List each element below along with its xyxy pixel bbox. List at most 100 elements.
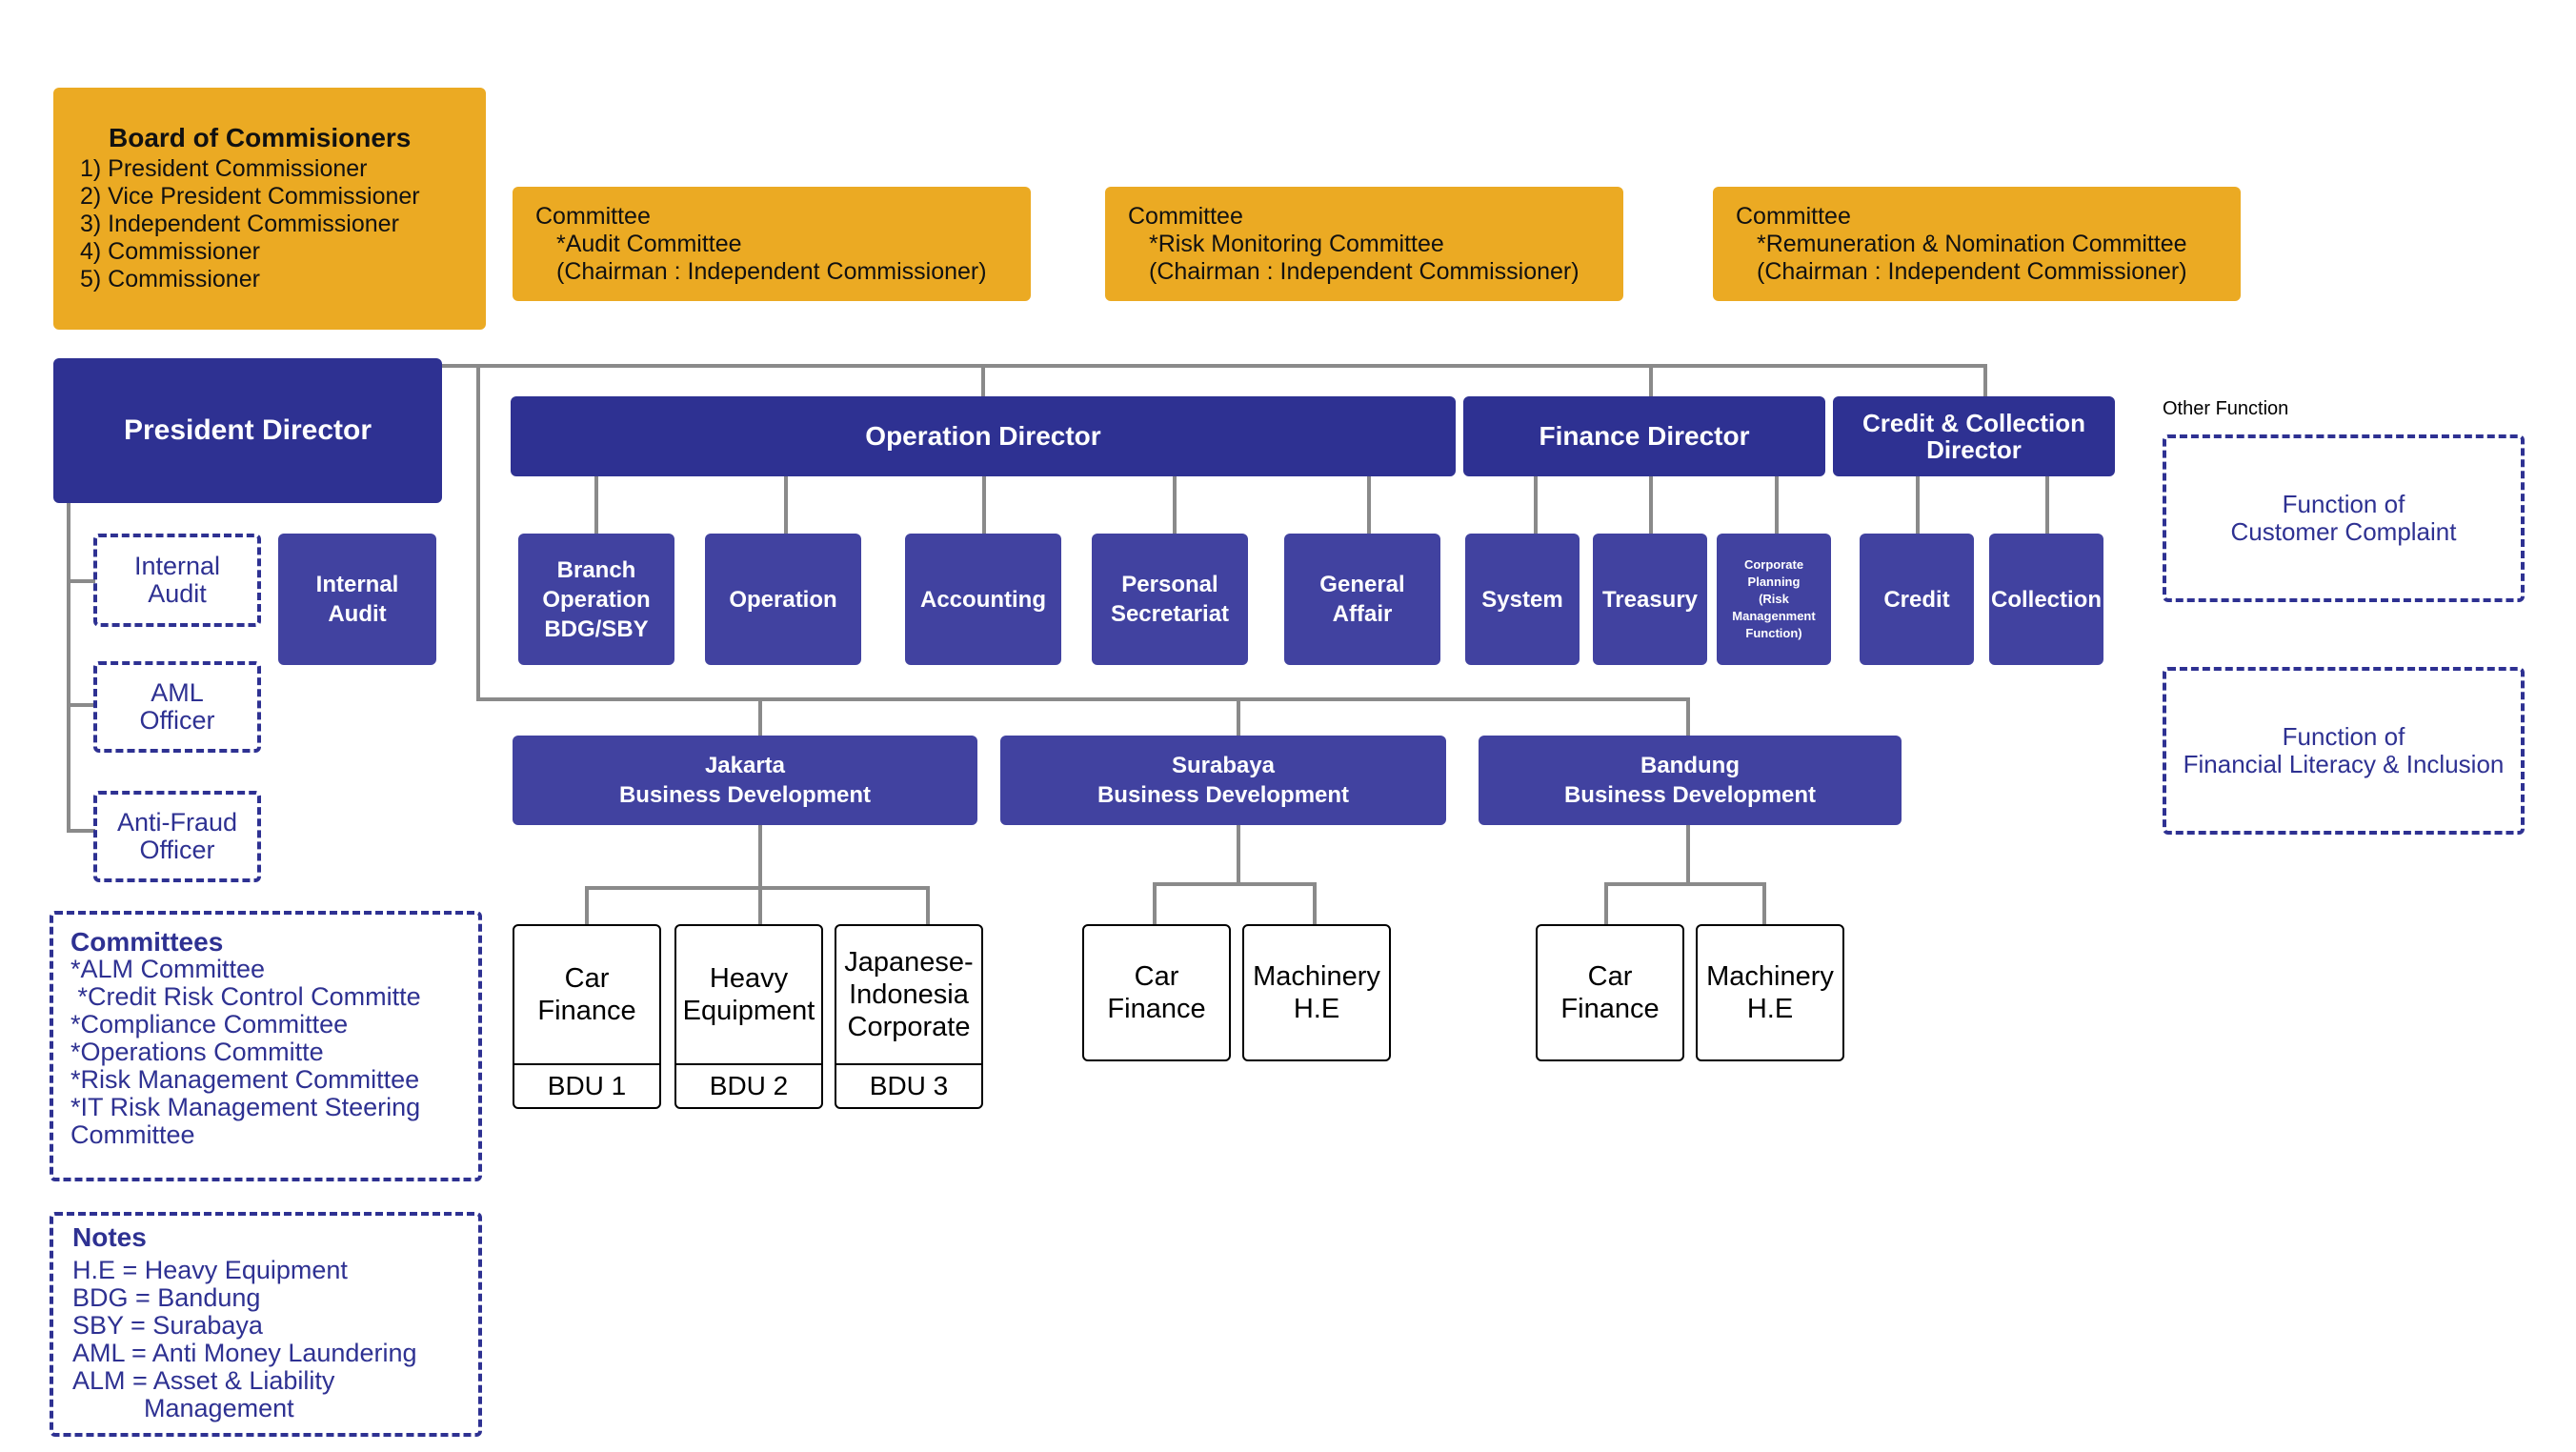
anti-fraud-officer: Anti-Fraud Officer <box>93 791 261 882</box>
branch-operation: Branch Operation BDG/SBY <box>518 534 674 665</box>
remuneration-committee: Committee *Remuneration & Nomination Com… <box>1713 187 2241 301</box>
committee-item: *Compliance Committee <box>70 1010 349 1039</box>
branch-operation-label: Branch Operation BDG/SBY <box>542 556 651 642</box>
note-item: H.E = Heavy Equipment <box>72 1256 348 1284</box>
treasury-dept-label: Treasury <box>1601 586 1699 613</box>
aml-officer: AML Officer <box>93 661 261 753</box>
operation-director: Operation Director <box>511 396 1456 476</box>
function-customer-complaint: Function of Customer Complaint <box>2163 434 2525 602</box>
board-item: 1) President Commissioner <box>80 155 368 182</box>
committee-name: *Risk Monitoring Committee <box>1149 230 1444 257</box>
bd-city: Jakarta <box>704 753 786 778</box>
surabaya-business-development: Surabaya Business Development <box>1000 736 1446 825</box>
committee-chair: (Chairman : Independent Commissioner) <box>556 257 987 285</box>
bdu-code: BDU 3 <box>836 1063 981 1107</box>
bdu-3: Japanese- Indonesia Corporate BDU 3 <box>835 924 983 1109</box>
committee-label: Committee <box>535 202 651 230</box>
committee-item: *Credit Risk Control Committe <box>70 982 421 1011</box>
bdu-name: Car Finance <box>537 963 636 1026</box>
finance-director: Finance Director <box>1463 396 1825 476</box>
corporate-planning: Corporate Planning (Risk Managenment Fun… <box>1717 534 1831 665</box>
bd-sub: Business Development <box>1563 782 1817 808</box>
unit-name: Machinery H.E <box>1253 961 1380 1024</box>
jakarta-business-development: Jakarta Business Development <box>513 736 977 825</box>
bd-city: Bandung <box>1640 753 1740 778</box>
bdu-2: Heavy Equipment BDU 2 <box>674 924 823 1109</box>
president-director: President Director <box>53 358 442 503</box>
bdu-code: BDU 1 <box>514 1063 659 1107</box>
note-item: ALM = Asset & Liability <box>72 1366 335 1395</box>
general-affair-label: General Affair <box>1319 572 1405 627</box>
finance-director-label: Finance Director <box>1539 421 1750 451</box>
committee-item: *Operations Committe <box>70 1038 324 1066</box>
committee-item: *IT Risk Management Steering <box>70 1093 421 1121</box>
internal-audit-dashed: Internal Audit <box>93 534 261 627</box>
internal-audit-dashed-label: Internal Audit <box>133 552 221 608</box>
committee-chair: (Chairman : Independent Commissioner) <box>1757 257 2187 285</box>
credit-dept: Credit <box>1860 534 1974 665</box>
committee-item: *ALM Committee <box>70 955 266 983</box>
anti-fraud-officer-label: Anti-Fraud Officer <box>116 808 238 864</box>
operation-dept-label: Operation <box>729 586 837 613</box>
bandung-car-finance: Car Finance <box>1536 924 1684 1061</box>
system-dept: System <box>1465 534 1580 665</box>
surabaya-machinery: Machinery H.E <box>1242 924 1391 1061</box>
function-financial-literacy: Function of Financial Literacy & Inclusi… <box>2163 667 2525 835</box>
credit-collection-director-label: Credit & Collection Director <box>1862 409 2085 464</box>
committee-label: Committee <box>1128 202 1243 230</box>
committee-label: Committee <box>1736 202 1851 230</box>
committee-chair: (Chairman : Independent Commissioner) <box>1149 257 1580 285</box>
board-title: Board of Commisioners <box>109 123 412 152</box>
board-item: 4) Commissioner <box>80 238 260 265</box>
bdu-code: BDU 2 <box>676 1063 821 1107</box>
notes: Notes H.E = Heavy Equipment BDG = Bandun… <box>50 1212 482 1437</box>
note-item: SBY = Surabaya <box>72 1311 263 1340</box>
committee-name: *Audit Committee <box>556 230 742 257</box>
audit-committee: Committee *Audit Committee (Chairman : I… <box>513 187 1031 301</box>
internal-audit: Internal Audit <box>278 534 436 665</box>
unit-name: Car Finance <box>1560 961 1660 1024</box>
system-dept-label: System <box>1481 586 1563 613</box>
surabaya-car-finance: Car Finance <box>1082 924 1231 1061</box>
bd-sub: Business Development <box>1097 782 1350 808</box>
function-label: Function of Financial Literacy & Inclusi… <box>2183 722 2505 778</box>
corporate-planning-label: Corporate Planning (Risk Managenment Fun… <box>1732 557 1816 640</box>
note-item: Management <box>72 1394 294 1422</box>
bandung-business-development: Bandung Business Development <box>1479 736 1902 825</box>
board-item: 2) Vice President Commissioner <box>80 183 420 210</box>
internal-audit-label: Internal Audit <box>315 572 399 627</box>
bdu-1: Car Finance BDU 1 <box>513 924 661 1109</box>
risk-monitoring-committee: Committee *Risk Monitoring Committee (Ch… <box>1105 187 1623 301</box>
president-director-label: President Director <box>123 414 372 446</box>
accounting-dept-label: Accounting <box>920 586 1046 613</box>
bandung-machinery: Machinery H.E <box>1696 924 1844 1061</box>
credit-collection-director: Credit & Collection Director <box>1833 396 2115 476</box>
function-label: Function of Customer Complaint <box>2230 490 2457 546</box>
aml-officer-label: AML Officer <box>139 678 215 735</box>
collection-dept-label: Collection <box>1990 586 2102 613</box>
personal-secretariat-label: Personal Secretariat <box>1110 572 1230 627</box>
notes-title: Notes <box>72 1222 147 1252</box>
operation-dept: Operation <box>705 534 861 665</box>
unit-name: Car Finance <box>1107 961 1206 1024</box>
personal-secretariat: Personal Secretariat <box>1092 534 1248 665</box>
accounting-dept: Accounting <box>905 534 1061 665</box>
bdu-name: Japanese- Indonesia Corporate <box>844 947 974 1042</box>
board-of-commissioners: Board of Commisioners 1) President Commi… <box>53 88 486 330</box>
board-item: 5) Commissioner <box>80 266 260 292</box>
treasury-dept: Treasury <box>1593 534 1707 665</box>
committee-item: *Risk Management Committee <box>70 1065 420 1094</box>
board-item: 3) Independent Commissioner <box>80 211 399 237</box>
general-affair: General Affair <box>1284 534 1440 665</box>
collection-dept: Collection <box>1989 534 2103 665</box>
bd-sub: Business Development <box>618 782 872 808</box>
note-item: AML = Anti Money Laundering <box>72 1339 417 1367</box>
committees-list: Committees *ALM Committee *Credit Risk C… <box>50 911 482 1181</box>
bdu-name: Heavy Equipment <box>682 963 815 1026</box>
operation-director-label: Operation Director <box>865 421 1101 451</box>
committee-name: *Remuneration & Nomination Committee <box>1757 230 2187 257</box>
other-function-label: Other Function <box>2163 398 2289 419</box>
committee-item: Committee <box>70 1120 195 1149</box>
bd-city: Surabaya <box>1171 753 1276 778</box>
note-item: BDG = Bandung <box>72 1283 261 1312</box>
